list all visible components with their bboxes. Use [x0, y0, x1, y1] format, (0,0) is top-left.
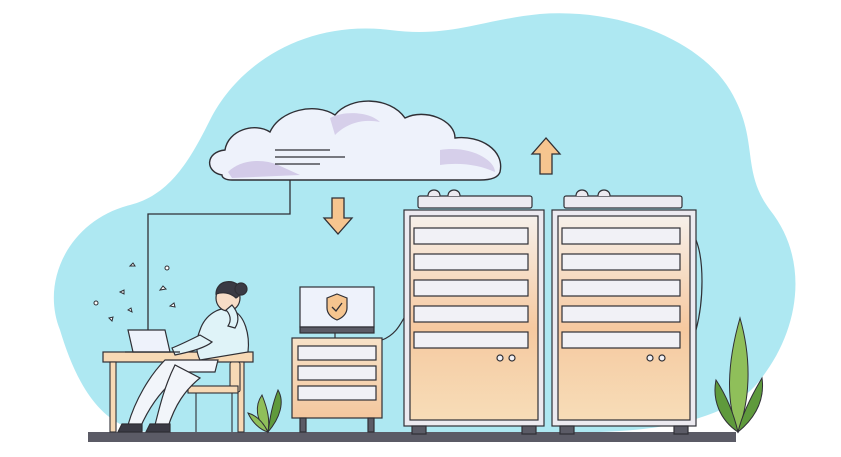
thought-sparkles	[93, 262, 176, 322]
cloud-icon	[208, 100, 502, 181]
upload-arrow-icon	[530, 137, 562, 175]
person-working	[117, 281, 250, 433]
shield-check-icon	[326, 293, 348, 321]
small-server-cabinet	[291, 337, 383, 433]
laptop-icon	[125, 329, 180, 353]
plant-icon	[247, 388, 282, 434]
security-monitor	[299, 286, 375, 338]
floor-line	[88, 432, 736, 442]
download-arrow-icon	[322, 197, 354, 235]
rack-cable	[381, 317, 405, 341]
server-rack-2	[551, 189, 697, 435]
tall-plant-icon	[714, 316, 764, 434]
rack-side-cable	[695, 239, 703, 331]
chair	[187, 361, 241, 432]
network-cable	[147, 180, 291, 330]
server-rack-1	[403, 189, 545, 435]
